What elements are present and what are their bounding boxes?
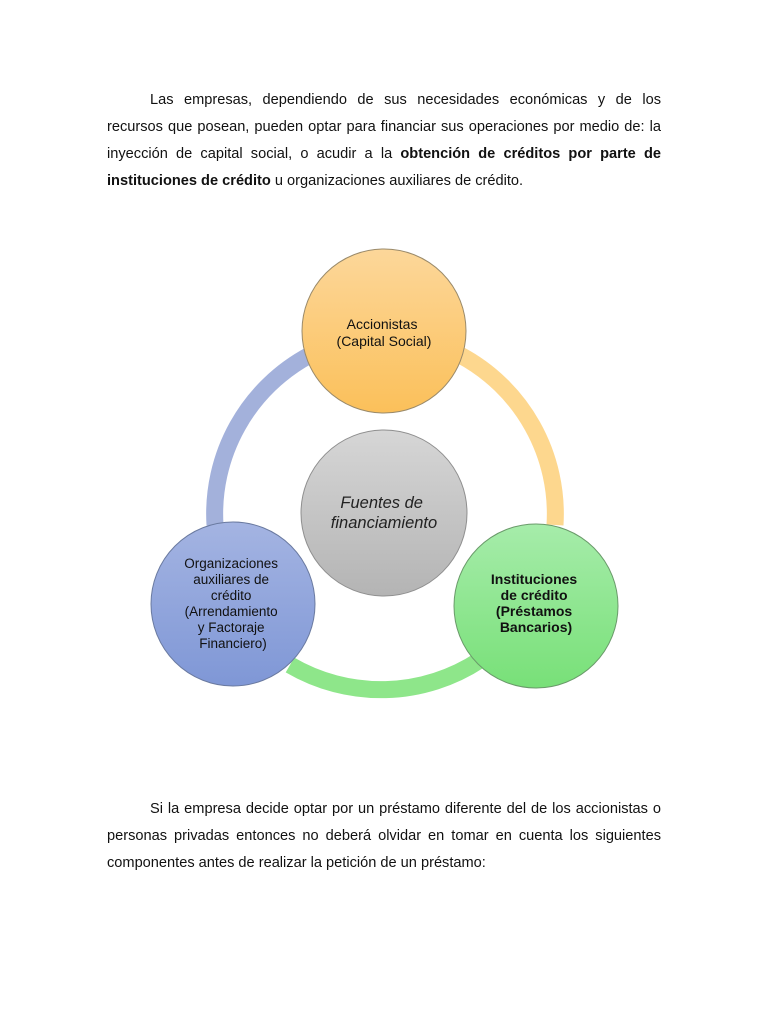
closing-text: Si la empresa decide optar por un présta… — [107, 801, 661, 871]
intro-bold-text: obtención de créditos por parte de insti… — [107, 146, 661, 189]
closing-paragraph: Si la empresa decide optar por un présta… — [107, 796, 661, 877]
left-node-organizaciones — [150, 521, 316, 687]
top-node-accionistas — [301, 248, 467, 414]
right-node-instituciones — [453, 523, 619, 689]
center-node — [300, 429, 468, 597]
arc-right-to-left — [285, 652, 485, 699]
left-node-label: Organizaciones auxiliares de crédito (Ar… — [184, 556, 282, 651]
arc-left-to-top — [206, 347, 315, 526]
top-node-label: Accionistas (Capital Social) — [337, 316, 432, 349]
intro-text-1: Las empresas, dependiendo de sus necesid… — [107, 92, 661, 162]
intro-paragraph: Las empresas, dependiendo de sus necesid… — [107, 87, 661, 195]
right-node-label: Instituciones de crédito (Préstamos Banc… — [491, 571, 581, 635]
arc-top-to-right — [455, 347, 564, 526]
intro-text-2: u organizaciones auxiliares de crédito. — [270, 173, 524, 189]
center-node-label: Fuentes de financiamiento — [331, 494, 437, 532]
financing-sources-cycle-diagram: Fuentes de financiamiento Accionistas (C… — [150, 248, 619, 699]
